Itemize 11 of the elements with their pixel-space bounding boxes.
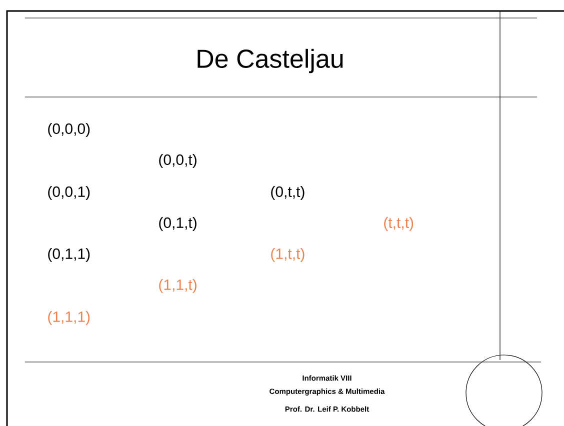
tuple-label: (0,1,1) (48, 248, 90, 262)
tuple-label: (0,0,1) (48, 186, 90, 200)
tuple-label: (0,0,0) (48, 123, 90, 137)
tuple-label: (0,0,t) (159, 154, 196, 168)
tuple-label: (1,1,t) (159, 279, 196, 293)
tuple-label: (0,t,t) (271, 186, 304, 200)
tuple-label: (1,t,t) (271, 248, 304, 262)
tuple-label: (t,t,t) (384, 217, 414, 231)
tuple-label: (1,1,1) (48, 311, 90, 325)
tuple-label: (0,1,t) (159, 217, 196, 231)
slide-title: De Casteljau (198, 48, 343, 74)
